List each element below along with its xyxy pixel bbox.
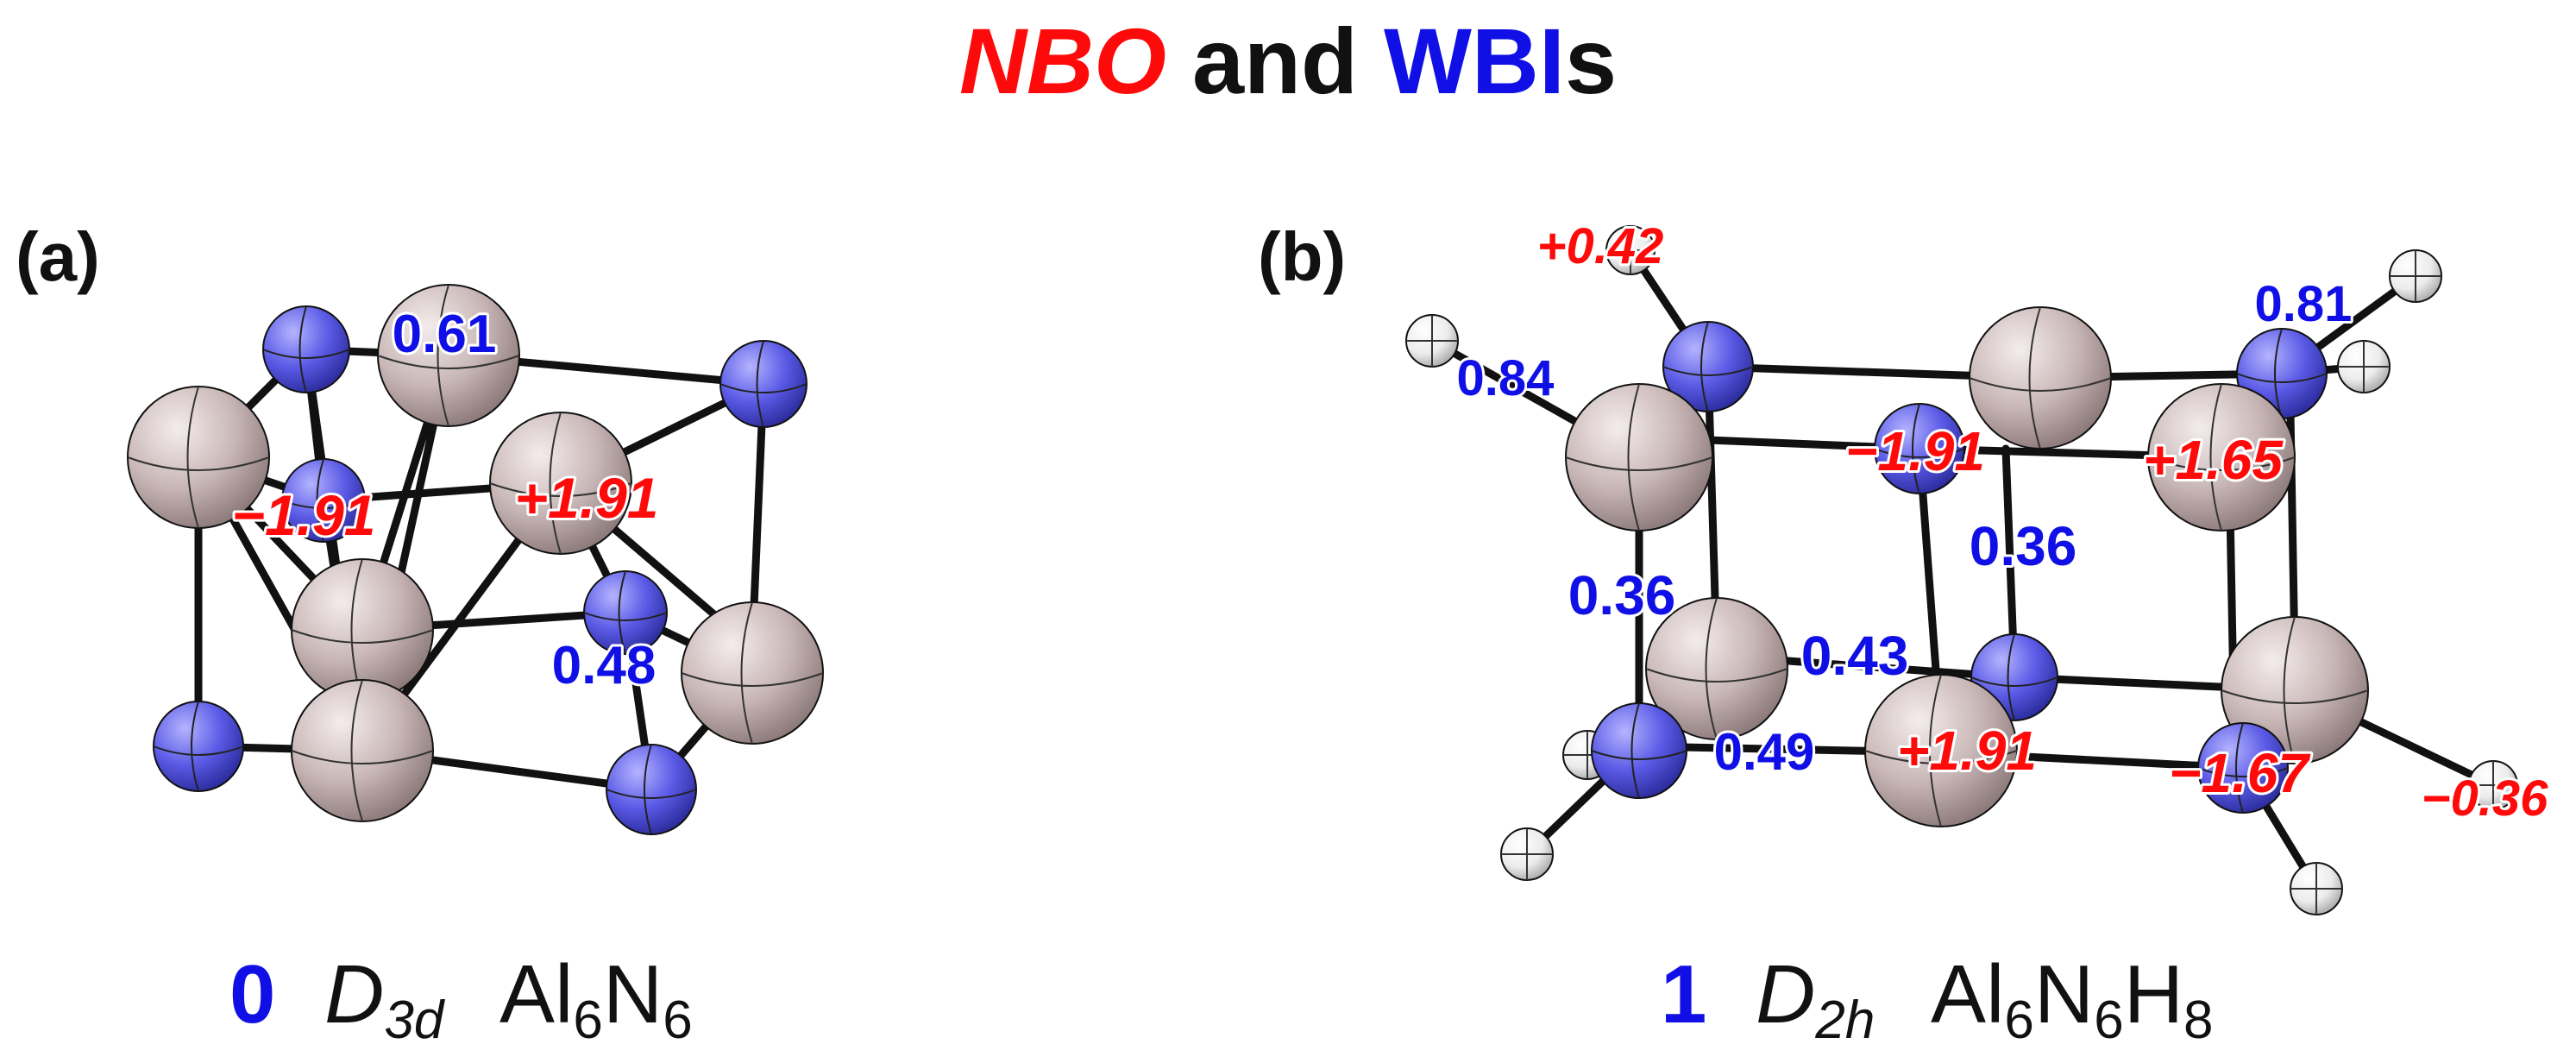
- h-atom: [1605, 225, 1656, 275]
- n-atom: [2197, 722, 2289, 814]
- formula-subscript: 6: [2094, 991, 2123, 1050]
- h-atom: [2337, 340, 2391, 393]
- h-atom: [2290, 862, 2343, 915]
- formula-element: N: [2034, 948, 2094, 1041]
- nbo-label: −1.91: [232, 483, 376, 547]
- caption-b: 1 D2h Al6N6H8: [1661, 948, 2214, 1056]
- molecule-b: 0.84 0.81 0.36 0.36 0.43 0.49 +0.42 −1.9…: [1405, 216, 2552, 915]
- n-atom: [583, 570, 668, 655]
- h-atom: [1405, 314, 1459, 368]
- n-atom: [281, 458, 366, 543]
- nbo-label: −1.67: [2169, 742, 2311, 804]
- labels-a: 0.61 0.48 −1.91 +1.91: [229, 302, 662, 698]
- al-atom: [127, 386, 270, 529]
- formula-element: N: [603, 948, 663, 1041]
- nbo-label: +1.65: [2143, 429, 2284, 491]
- al-atom: [1864, 674, 2018, 827]
- n-atom: [1662, 321, 1754, 412]
- n-atom: [262, 305, 350, 393]
- caption-a: 0 D3d Al6N6: [229, 948, 693, 1056]
- molecule-a: 0.61 0.48 −1.91 +1.91: [127, 284, 824, 835]
- n-atom: [606, 744, 697, 835]
- formula-element: H: [2124, 948, 2183, 1041]
- panel-label-a: (a): [16, 218, 100, 295]
- wbi-label: 0.81: [2255, 276, 2353, 332]
- title-s: s: [1565, 9, 1617, 113]
- title-wbi: WBI: [1384, 9, 1565, 113]
- al-atom: [1969, 306, 2112, 450]
- caption-b-symmetry: D: [1756, 948, 1815, 1041]
- al-atom: [2147, 383, 2296, 532]
- labels-b: 0.84 0.81 0.36 0.36 0.43 0.49 +0.42 −1.9…: [1454, 216, 2552, 829]
- atoms-a: [127, 284, 824, 835]
- atoms-b: [1405, 225, 2518, 915]
- caption-a-number: 0: [229, 948, 275, 1041]
- al-atom: [1565, 383, 1713, 532]
- title-and: and: [1166, 9, 1384, 113]
- nbo-label: +1.91: [1897, 720, 2037, 782]
- wbi-label: 0.36: [1970, 515, 2077, 577]
- wbi-label: 0.36: [1568, 564, 1676, 626]
- formula-element: Al: [1931, 948, 2004, 1041]
- formula-subscript: 6: [573, 991, 602, 1050]
- wbi-label: 0.49: [1714, 723, 1815, 781]
- h-atom: [1500, 827, 1554, 881]
- formula-element: Al: [499, 948, 573, 1041]
- h-atom: [2468, 760, 2518, 810]
- caption-b-formula: Al6N6H8: [1931, 948, 2213, 1050]
- formula-subscript: 6: [2004, 991, 2033, 1050]
- nbo-label: +1.91: [515, 466, 659, 530]
- caption-a-formula: Al6N6: [499, 948, 693, 1050]
- nbo-label: +0.42: [1537, 218, 1664, 274]
- al-atom: [377, 284, 520, 427]
- title-nbo: NBO: [959, 9, 1166, 113]
- formula-subscript: 6: [663, 991, 692, 1050]
- al-atom: [489, 412, 632, 555]
- n-atom: [1874, 403, 1965, 494]
- wbi-label: 0.84: [1457, 350, 1555, 406]
- caption-b-number: 1: [1661, 948, 1706, 1041]
- formula-subscript: 8: [2183, 991, 2213, 1050]
- caption-b-symmetry-sub: 2h: [1814, 991, 1875, 1050]
- wbi-label: 0.48: [552, 636, 657, 695]
- al-atom: [1645, 597, 1788, 740]
- figure-title: NBO and WBIs: [959, 9, 1617, 113]
- nbo-label: −0.36: [2422, 771, 2548, 827]
- nbo-label: −1.91: [1845, 420, 1985, 482]
- h-atom: [2389, 249, 2442, 303]
- caption-a-symmetry-sub: 3d: [384, 991, 445, 1050]
- al-atom: [681, 601, 824, 745]
- al-atom: [291, 679, 434, 822]
- n-atom: [719, 340, 807, 428]
- n-atom: [1591, 702, 1687, 799]
- wbi-label: 0.43: [1801, 625, 1909, 687]
- n-atom: [153, 701, 244, 792]
- caption-a-symmetry: D: [324, 948, 384, 1041]
- wbi-label: 0.61: [393, 305, 497, 364]
- panel-label-b: (b): [1258, 218, 1346, 295]
